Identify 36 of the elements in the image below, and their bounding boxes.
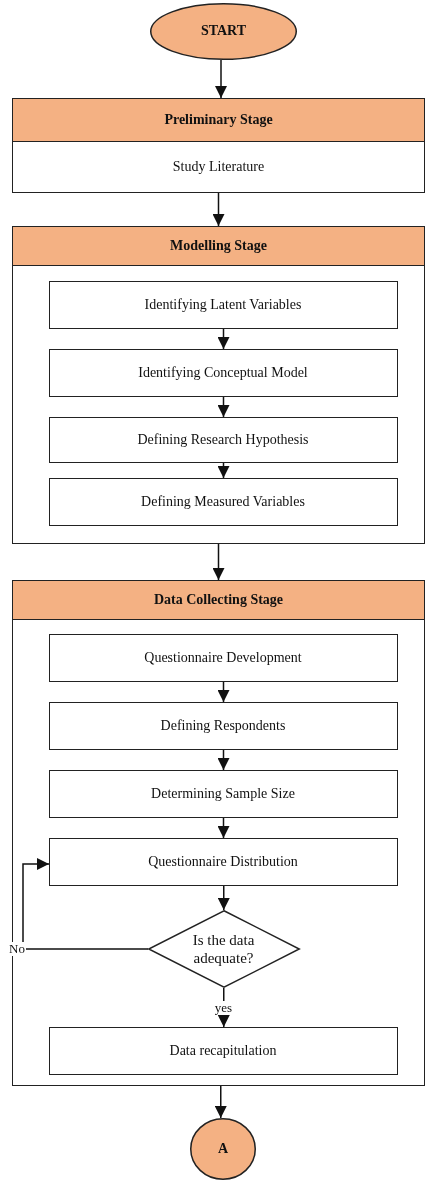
arrow <box>22 858 149 950</box>
arrow <box>217 681 230 703</box>
decision-text: Is the data adequate? <box>191 930 256 967</box>
process-box: Defining Respondents <box>48 701 398 750</box>
stage-header: Modelling Stage <box>13 227 424 266</box>
decision-diamond <box>147 909 300 988</box>
stage-body-text: Study Literature <box>172 159 265 175</box>
arrow <box>217 885 230 911</box>
arrow <box>217 987 230 1028</box>
process-box: Identifying Conceptual Model <box>48 348 398 397</box>
terminal-label: A <box>217 1140 229 1158</box>
arrow <box>212 192 225 227</box>
process-box: Questionnaire Development <box>48 633 398 682</box>
process-box: Determining Sample Size <box>48 769 398 818</box>
stage-header: Data Collecting Stage <box>13 581 424 620</box>
arrow <box>217 749 230 771</box>
arrow <box>217 817 230 839</box>
edge-label: No <box>8 942 26 956</box>
terminal-ellipse <box>150 3 297 60</box>
process-box: Identifying Latent Variables <box>48 280 398 329</box>
process-box: Data recapitulation <box>48 1026 398 1075</box>
terminal-label: START <box>200 23 247 40</box>
arrow <box>212 543 225 581</box>
stage-panel <box>12 98 425 193</box>
arrow <box>214 1085 227 1119</box>
process-box: Questionnaire Distribution <box>48 837 398 886</box>
arrow <box>217 462 230 479</box>
stage-panel <box>12 226 425 544</box>
edge-label: yes <box>213 1000 234 1015</box>
connector-circle <box>190 1118 256 1180</box>
process-box: Defining Research Hypothesis <box>48 416 398 463</box>
arrow <box>215 59 227 99</box>
stage-header: Preliminary Stage <box>13 99 424 142</box>
arrow <box>217 396 230 418</box>
arrow <box>217 328 230 350</box>
process-box: Defining Measured Variables <box>48 477 398 526</box>
